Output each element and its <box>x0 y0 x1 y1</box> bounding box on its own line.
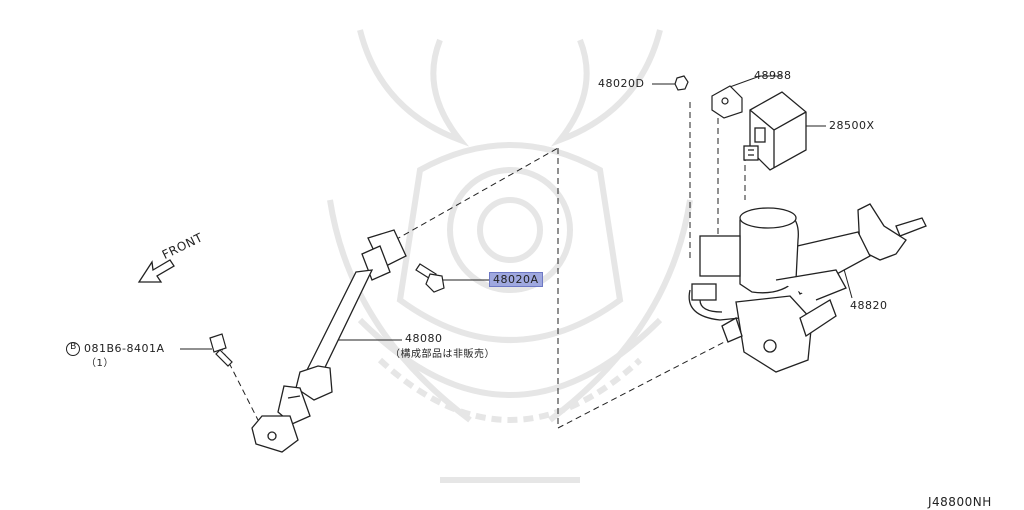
control-unit-28500x-icon <box>743 91 807 171</box>
part-label-48820[interactable]: 48820 <box>850 299 888 312</box>
steering-column-48820-icon <box>688 203 927 373</box>
bolt-48020a-icon <box>415 263 445 293</box>
part-note-48080: （構成部品は非販売） <box>390 349 495 360</box>
part-label-48988[interactable]: 48988 <box>754 69 792 82</box>
bolt-081b6-8401a-icon <box>209 333 233 367</box>
bolt-circle-letter: B <box>70 342 77 352</box>
part-label-48080[interactable]: 48080 <box>405 332 443 345</box>
part-qty-081b6-8401a: （1） <box>86 358 114 369</box>
part-label-48020d[interactable]: 48020D <box>598 77 645 90</box>
part-label-081b6-8401a[interactable]: 081B6-8401A <box>84 342 165 355</box>
part-label-48020a-highlighted[interactable]: 48020A <box>489 272 543 287</box>
bracket-48988-icon <box>711 85 743 119</box>
part-label-28500x[interactable]: 28500X <box>829 119 875 132</box>
watermark-emblem <box>327 29 693 483</box>
bolt-circle-marker <box>66 342 80 356</box>
intermediate-shaft-48080-icon <box>251 229 407 453</box>
front-arrow-icon <box>137 259 175 283</box>
diagram-id-code: J48800NH <box>928 495 992 509</box>
nut-48020d-icon <box>674 75 689 91</box>
